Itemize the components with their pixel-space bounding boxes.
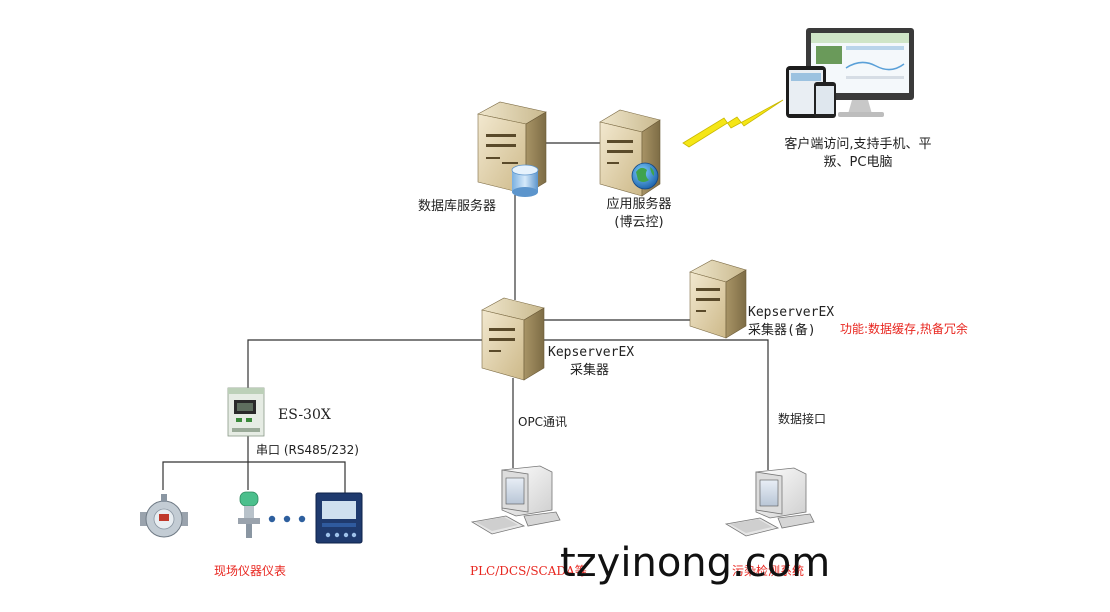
- link-kep-pollution: [540, 339, 769, 470]
- client-label-line1: 客户端访问,支持手机、平: [784, 137, 932, 152]
- link-es30x-analyzer: [248, 461, 346, 493]
- watermark-text: tzyinong.com: [560, 540, 831, 586]
- es30x-device-icon: [227, 387, 265, 437]
- opc-link-label: OPC通讯: [518, 415, 568, 429]
- plc-workstation-icon: [470, 465, 561, 535]
- globe-icon: [631, 162, 659, 190]
- kep-main-label-line1: KepserverEX: [548, 345, 635, 360]
- kep-main-label: KepserverEX 采集器: [548, 344, 634, 380]
- kep-backup-label-line1: KepserverEX: [748, 305, 835, 320]
- more-instruments-dots: [268, 515, 306, 523]
- kepserver-main-icon: [481, 297, 545, 381]
- es30x-label: ES-30X: [278, 407, 331, 423]
- client-label: 客户端访问,支持手机、平 叛、PC电脑: [768, 136, 948, 172]
- database-server-icon: [477, 101, 547, 197]
- kep-backup-note: 功能:数据缓存,热备冗余: [840, 322, 968, 336]
- kep-main-label-line2: 采集器: [570, 363, 610, 378]
- link-kep-es30x: [247, 339, 485, 390]
- data-interface-label: 数据接口: [778, 412, 827, 426]
- pollution-system-label: 污染检测系统: [732, 564, 805, 578]
- plc-label: PLC/DCS/SCADA等: [470, 564, 587, 578]
- flow-meter-icon: [140, 494, 188, 538]
- serial-port-label: 串口 (RS485/232): [256, 443, 359, 457]
- transmitter-icon: [238, 491, 260, 538]
- application-server-icon: [599, 109, 661, 197]
- app-server-label-line1: 应用服务器: [606, 197, 672, 212]
- client-label-line2: 叛、PC电脑: [823, 155, 893, 170]
- phone-icon: [814, 82, 836, 118]
- connection-lines: [162, 142, 769, 493]
- client-devices-icon: [786, 28, 914, 118]
- kep-backup-label-line2: 采集器(备): [748, 323, 816, 338]
- kepserver-backup-icon: [689, 259, 747, 339]
- db-server-label: 数据库服务器: [418, 199, 497, 214]
- database-cylinder-icon: [511, 164, 539, 197]
- analyzer-icon: [315, 492, 363, 544]
- wireless-lightning-icon: [682, 99, 784, 148]
- kep-backup-label: KepserverEX 采集器(备): [748, 304, 834, 340]
- link-es30x-meters: [162, 435, 249, 490]
- app-server-label-line2: (博云控): [614, 215, 664, 230]
- field-instruments-label: 现场仪器仪表: [214, 564, 287, 578]
- pollution-workstation-icon: [724, 467, 815, 537]
- app-server-label: 应用服务器 (博云控): [596, 196, 682, 232]
